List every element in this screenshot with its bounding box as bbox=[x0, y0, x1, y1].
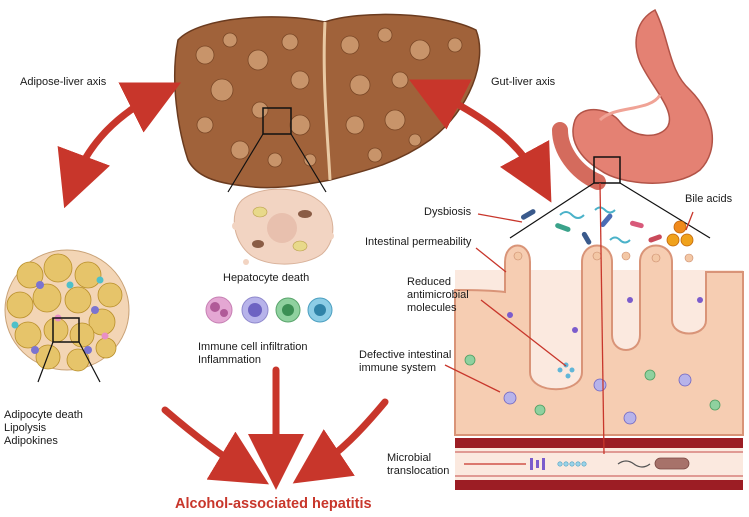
axis-arrows bbox=[57, 79, 552, 209]
label-leaders bbox=[444, 182, 694, 465]
adipokines-label: Adipokines bbox=[4, 435, 58, 447]
bacteria-icon bbox=[520, 206, 662, 245]
immune-infiltration-label: Immune cell infiltration bbox=[198, 341, 308, 353]
gut-liver-axis-label: Gut-liver axis bbox=[491, 76, 556, 88]
adipose-tissue-icon bbox=[4, 249, 130, 372]
defective-immune-label: Defective intestinal bbox=[359, 349, 452, 361]
molecules-label: molecules bbox=[407, 302, 457, 314]
hepatocyte-death-label: Hepatocyte death bbox=[223, 272, 310, 284]
adipocyte-death-label: Adipocyte death bbox=[4, 409, 83, 421]
outcome-title: Alcohol-associated hepatitis bbox=[175, 496, 372, 512]
lipolysis-label: Lipolysis bbox=[4, 422, 47, 434]
stomach-icon bbox=[552, 8, 714, 190]
liver-icon bbox=[174, 13, 481, 189]
antimicrobial-label: antimicrobial bbox=[407, 289, 469, 301]
adipose-liver-axis-label: Adipose-liver axis bbox=[20, 76, 107, 88]
microbial-label: Microbial bbox=[387, 452, 432, 464]
outcome-arrows bbox=[161, 366, 389, 490]
dysbiosis-label: Dysbiosis bbox=[424, 206, 472, 218]
inflammation-label: Inflammation bbox=[198, 354, 261, 366]
intestinal-villi-icon bbox=[454, 244, 744, 436]
bile-acid-icon bbox=[666, 220, 694, 247]
translocation-label: translocation bbox=[387, 465, 450, 477]
intestinal-permeability-label: Intestinal permeability bbox=[365, 236, 472, 248]
bile-acids-label: Bile acids bbox=[685, 193, 733, 205]
immune-system-label: immune system bbox=[359, 362, 437, 374]
reduced-label: Reduced bbox=[407, 276, 452, 288]
immune-cell-icon bbox=[205, 296, 333, 324]
hepatocyte-icon bbox=[232, 188, 334, 265]
